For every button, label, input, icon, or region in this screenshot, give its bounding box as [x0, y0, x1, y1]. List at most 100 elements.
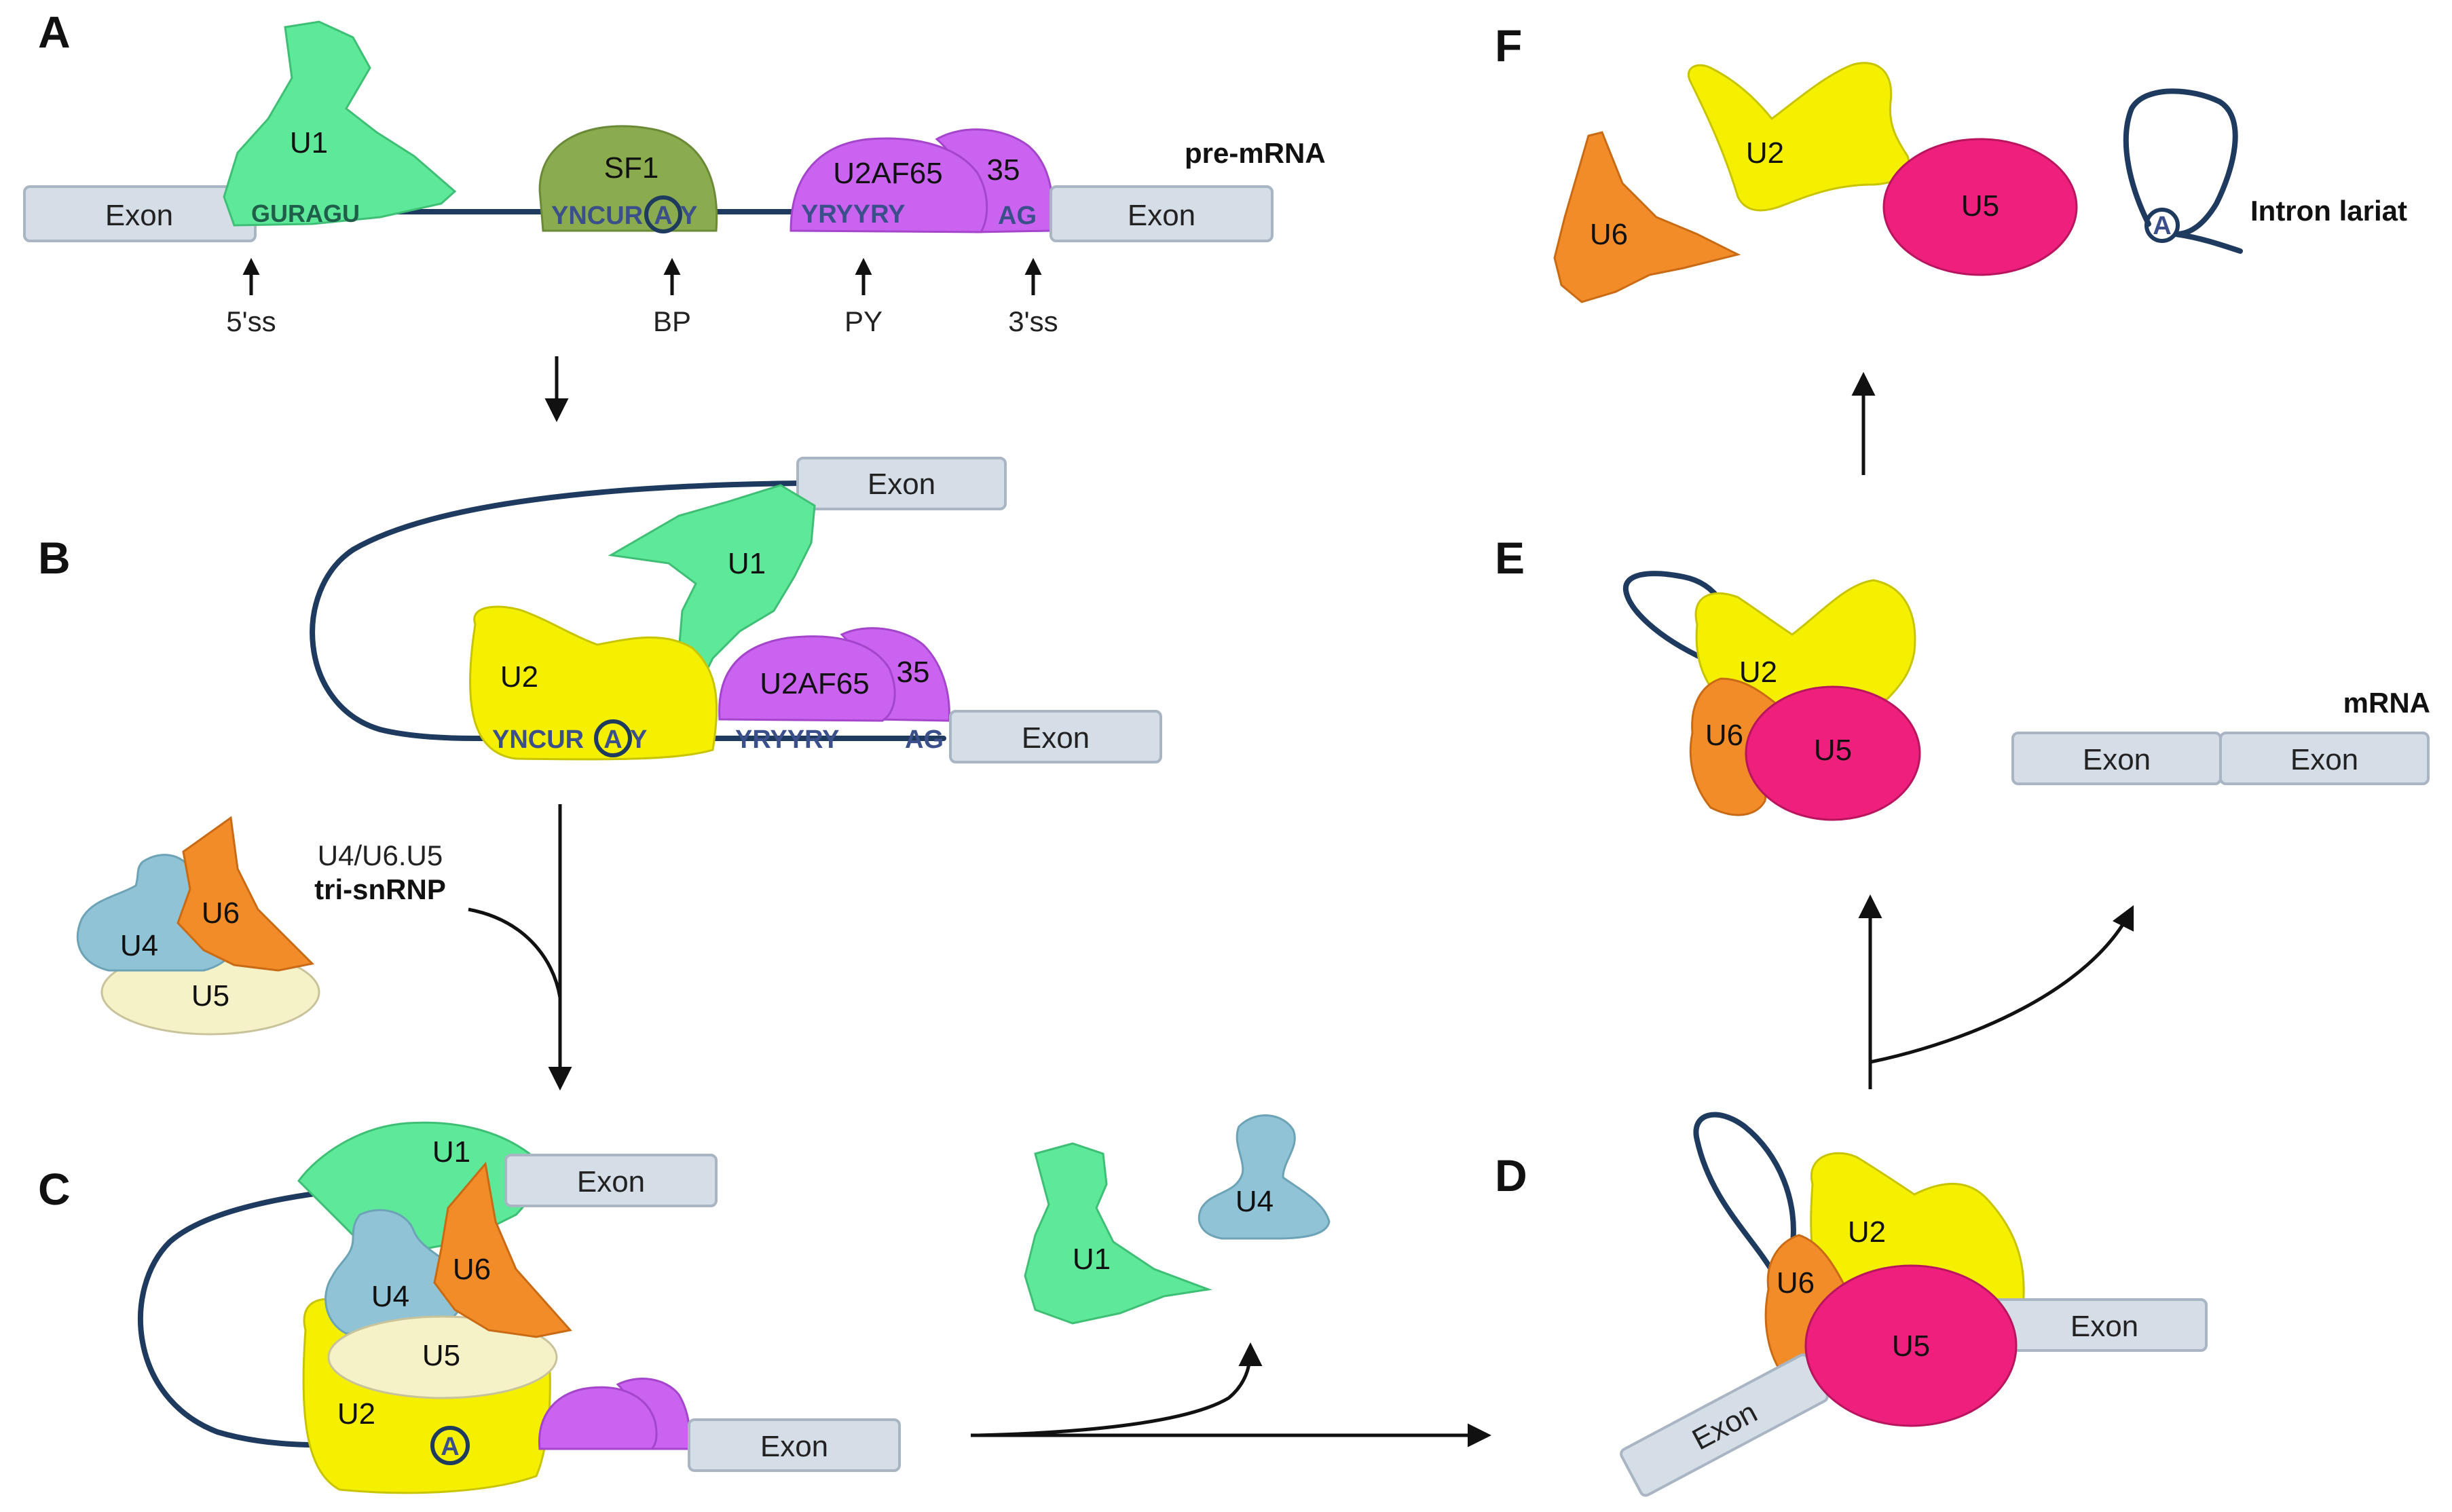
u2-b [469, 605, 718, 761]
u6-f-label: U6 [1590, 218, 1628, 251]
bp-c-circle [430, 1426, 470, 1465]
u2af65-c [538, 1386, 658, 1450]
lariat-d [1693, 1112, 1796, 1279]
pre-mrna-label: pre-mRNA [1185, 137, 1326, 169]
panel-e: E U2 U6 U5 mRNA Exon Exon [1495, 533, 2430, 821]
u6-d-label: U6 [1777, 1266, 1815, 1300]
u6-c-label: U6 [453, 1253, 491, 1286]
exon-a-right [1049, 185, 1274, 242]
u5-d-label: U5 [1892, 1329, 1930, 1363]
panel-d: D U2 U6 Exon Exon U5 [1495, 1112, 2208, 1497]
exon-b-top-label: Exon [868, 468, 935, 501]
panel-b: B Exon U1 U2 U2AF65 35 YNCUR A Y YRYYRY … [38, 457, 1162, 763]
exon-d-left-group: Exon [1620, 1353, 1829, 1497]
u6-tri [177, 816, 315, 972]
bp-seq-left-b: YNCUR [492, 725, 584, 754]
u1-released [1024, 1142, 1212, 1325]
u5-f-label: U5 [1961, 189, 1999, 223]
u2af65-b [718, 635, 896, 722]
bp-seq-left-a: YNCUR [551, 202, 643, 230]
u5-e-label: U5 [1814, 734, 1852, 767]
bp-seq-right-a: Y [680, 202, 697, 230]
three-ss-sequence-b: AG [905, 725, 944, 754]
exon-mrna-right-label: Exon [2290, 743, 2358, 776]
u1-a [223, 20, 457, 227]
u4-released-label: U4 [1236, 1185, 1274, 1218]
arrow-tri-snrnp-join [468, 907, 562, 998]
panel-b-label: B [38, 533, 71, 583]
u2-c-label: U2 [337, 1397, 375, 1431]
intron-lariat-f [2123, 88, 2243, 254]
intron-lariat-label: Intron lariat [2250, 195, 2407, 227]
u2-d-label: U2 [1848, 1215, 1886, 1249]
bp-c-nucleotide: A [441, 1433, 459, 1461]
u6-c [433, 1161, 572, 1338]
u4-tri-label: U4 [120, 929, 158, 962]
mrna-label: mRNA [2343, 687, 2430, 719]
exon-a-left-label: Exon [105, 199, 173, 232]
three-ss-label: 3'ss [1008, 305, 1058, 337]
exon-c-right-label: Exon [760, 1430, 828, 1463]
exon-a-right-label: Exon [1128, 199, 1195, 232]
arrow-d-to-mrna [1870, 905, 2134, 1064]
rna-b-loop [310, 480, 946, 741]
five-ss-label: 5'ss [226, 305, 276, 337]
panel-c-label: C [38, 1164, 71, 1214]
bp-b-nucleotide: A [603, 725, 622, 754]
exon-mrna-right [2219, 732, 2430, 785]
u4-c-label: U4 [371, 1280, 409, 1313]
bp-label: BP [653, 305, 691, 337]
py-sequence-a: YRYYRY [801, 200, 905, 229]
u1-b [608, 484, 816, 688]
py-label: PY [844, 305, 883, 337]
panel-f: F U6 U2 U5 A Intron lariat [1495, 20, 2407, 303]
panel-a-label: A [38, 7, 71, 57]
tri-snrnp-line2: tri-snRNP [314, 873, 446, 905]
exon-c-top-label: Exon [577, 1165, 645, 1198]
bp-a-circle [644, 195, 682, 233]
exon-b-right [949, 710, 1162, 763]
panel-c: C U1 Exon U2 U4 U6 U5 A Exon [38, 1121, 901, 1494]
bp-b-circle [594, 719, 632, 757]
u2-f [1687, 62, 1910, 212]
u6-f [1553, 131, 1741, 303]
u2-f-label: U2 [1746, 136, 1784, 170]
three-ss-sequence-a: AG [998, 202, 1037, 230]
exon-mrna-left-label: Exon [2083, 743, 2151, 776]
exon-b-right-label: Exon [1022, 721, 1090, 755]
five-ss-sequence: GURAGU [251, 200, 360, 227]
u2af65-b-label: U2AF65 [760, 667, 869, 700]
u5-d [1804, 1264, 2018, 1427]
tri-snrnp-line1: U4/U6.U5 [318, 839, 443, 871]
tri-snrnp: U4 U6 U5 U4/U6.U5 tri-snRNP [76, 816, 446, 1036]
u6-e-label: U6 [1705, 719, 1743, 752]
sf1-a [538, 125, 718, 232]
u1-b-label: U1 [728, 547, 766, 580]
exon-c-top [504, 1154, 718, 1207]
u1-c-label: U1 [432, 1135, 470, 1169]
u5-e [1745, 685, 1921, 821]
exon-c-right [688, 1418, 901, 1472]
panel-d-label: D [1495, 1150, 1527, 1201]
panel-a: A Exon U1 GURAGU SF1 YNCUR A Y U2AF65 35… [23, 7, 1326, 337]
panel-e-label: E [1495, 533, 1525, 583]
released-snrnps: U1 U4 [1024, 1114, 1331, 1325]
u1-released-label: U1 [1073, 1243, 1111, 1276]
panel-f-label: F [1495, 20, 1522, 71]
u5-f [1882, 138, 2078, 276]
intron-lariat-bp-circle [2144, 208, 2180, 243]
u2-b-label: U2 [500, 660, 538, 694]
u5-tri-label: U5 [191, 979, 229, 1013]
arrow-release-u1-u4 [977, 1342, 1263, 1437]
intron-lariat-bp: A [2153, 212, 2171, 240]
u4-released [1197, 1114, 1331, 1240]
u2af65-a-label: U2AF65 [833, 157, 942, 190]
u5-c-label: U5 [422, 1339, 460, 1372]
py-sequence-b: YRYYRY [735, 725, 839, 754]
bp-a-nucleotide: A [654, 202, 672, 230]
u6-tri-label: U6 [202, 896, 240, 930]
exon-d-right-label: Exon [2070, 1310, 2138, 1343]
u1-a-label: U1 [290, 126, 328, 159]
u5-c [327, 1315, 558, 1399]
